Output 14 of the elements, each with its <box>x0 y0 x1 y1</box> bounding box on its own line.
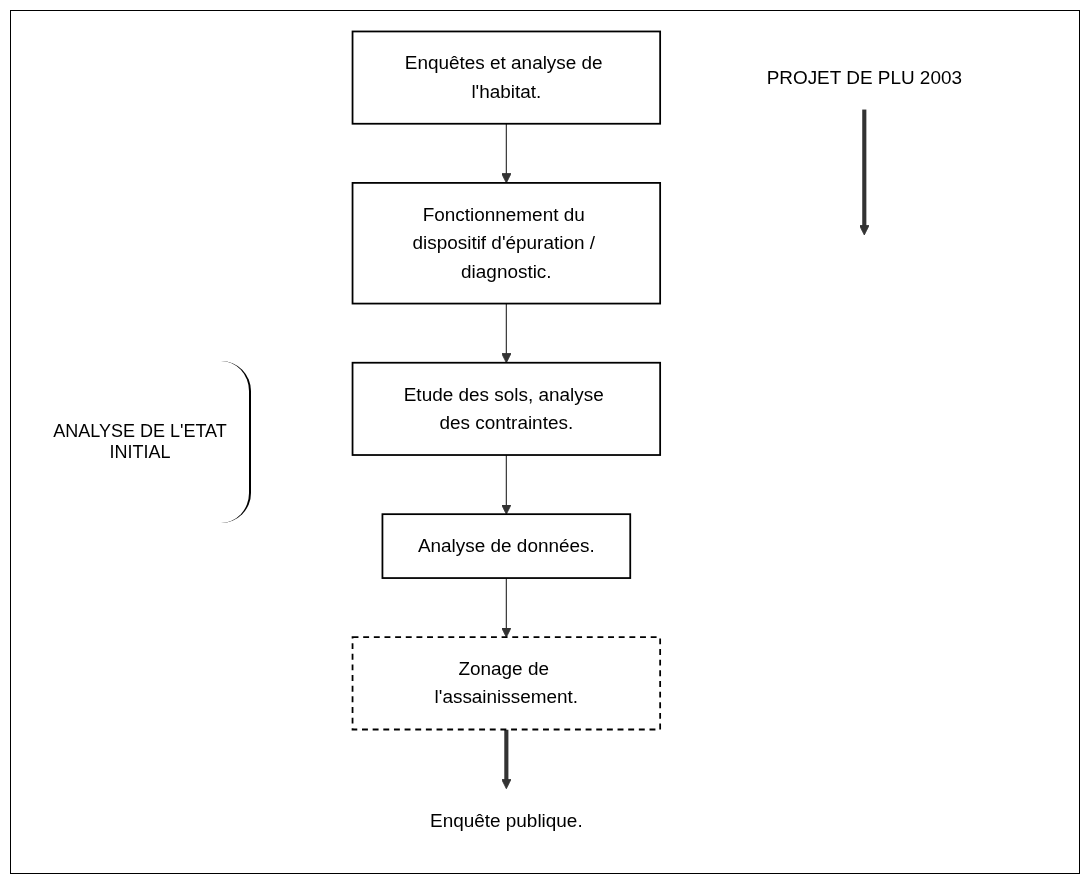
arrow <box>501 454 512 515</box>
arrow <box>501 303 512 364</box>
block-arrow <box>859 109 870 236</box>
node-text: PROJET DE PLU 2003 <box>766 66 962 88</box>
node-label: Fonctionnement du dispositif d'épuration / diagnostic. <box>412 204 595 282</box>
arrow <box>501 123 512 184</box>
brace-label: ANALYSE DE L'ETAT INITIAL <box>31 361 251 523</box>
node-label: Analyse de données. <box>417 535 595 556</box>
node-label: Zonage de l'assainissement. <box>434 658 579 708</box>
arrow <box>501 577 512 638</box>
node-label: Enquêtes et analyse de l'habitat. <box>404 52 603 102</box>
node-label: Etude des sols, analyse des contraintes. <box>403 384 604 433</box>
node-text: Enquête publique. <box>430 809 583 831</box>
block-arrow <box>501 729 512 790</box>
